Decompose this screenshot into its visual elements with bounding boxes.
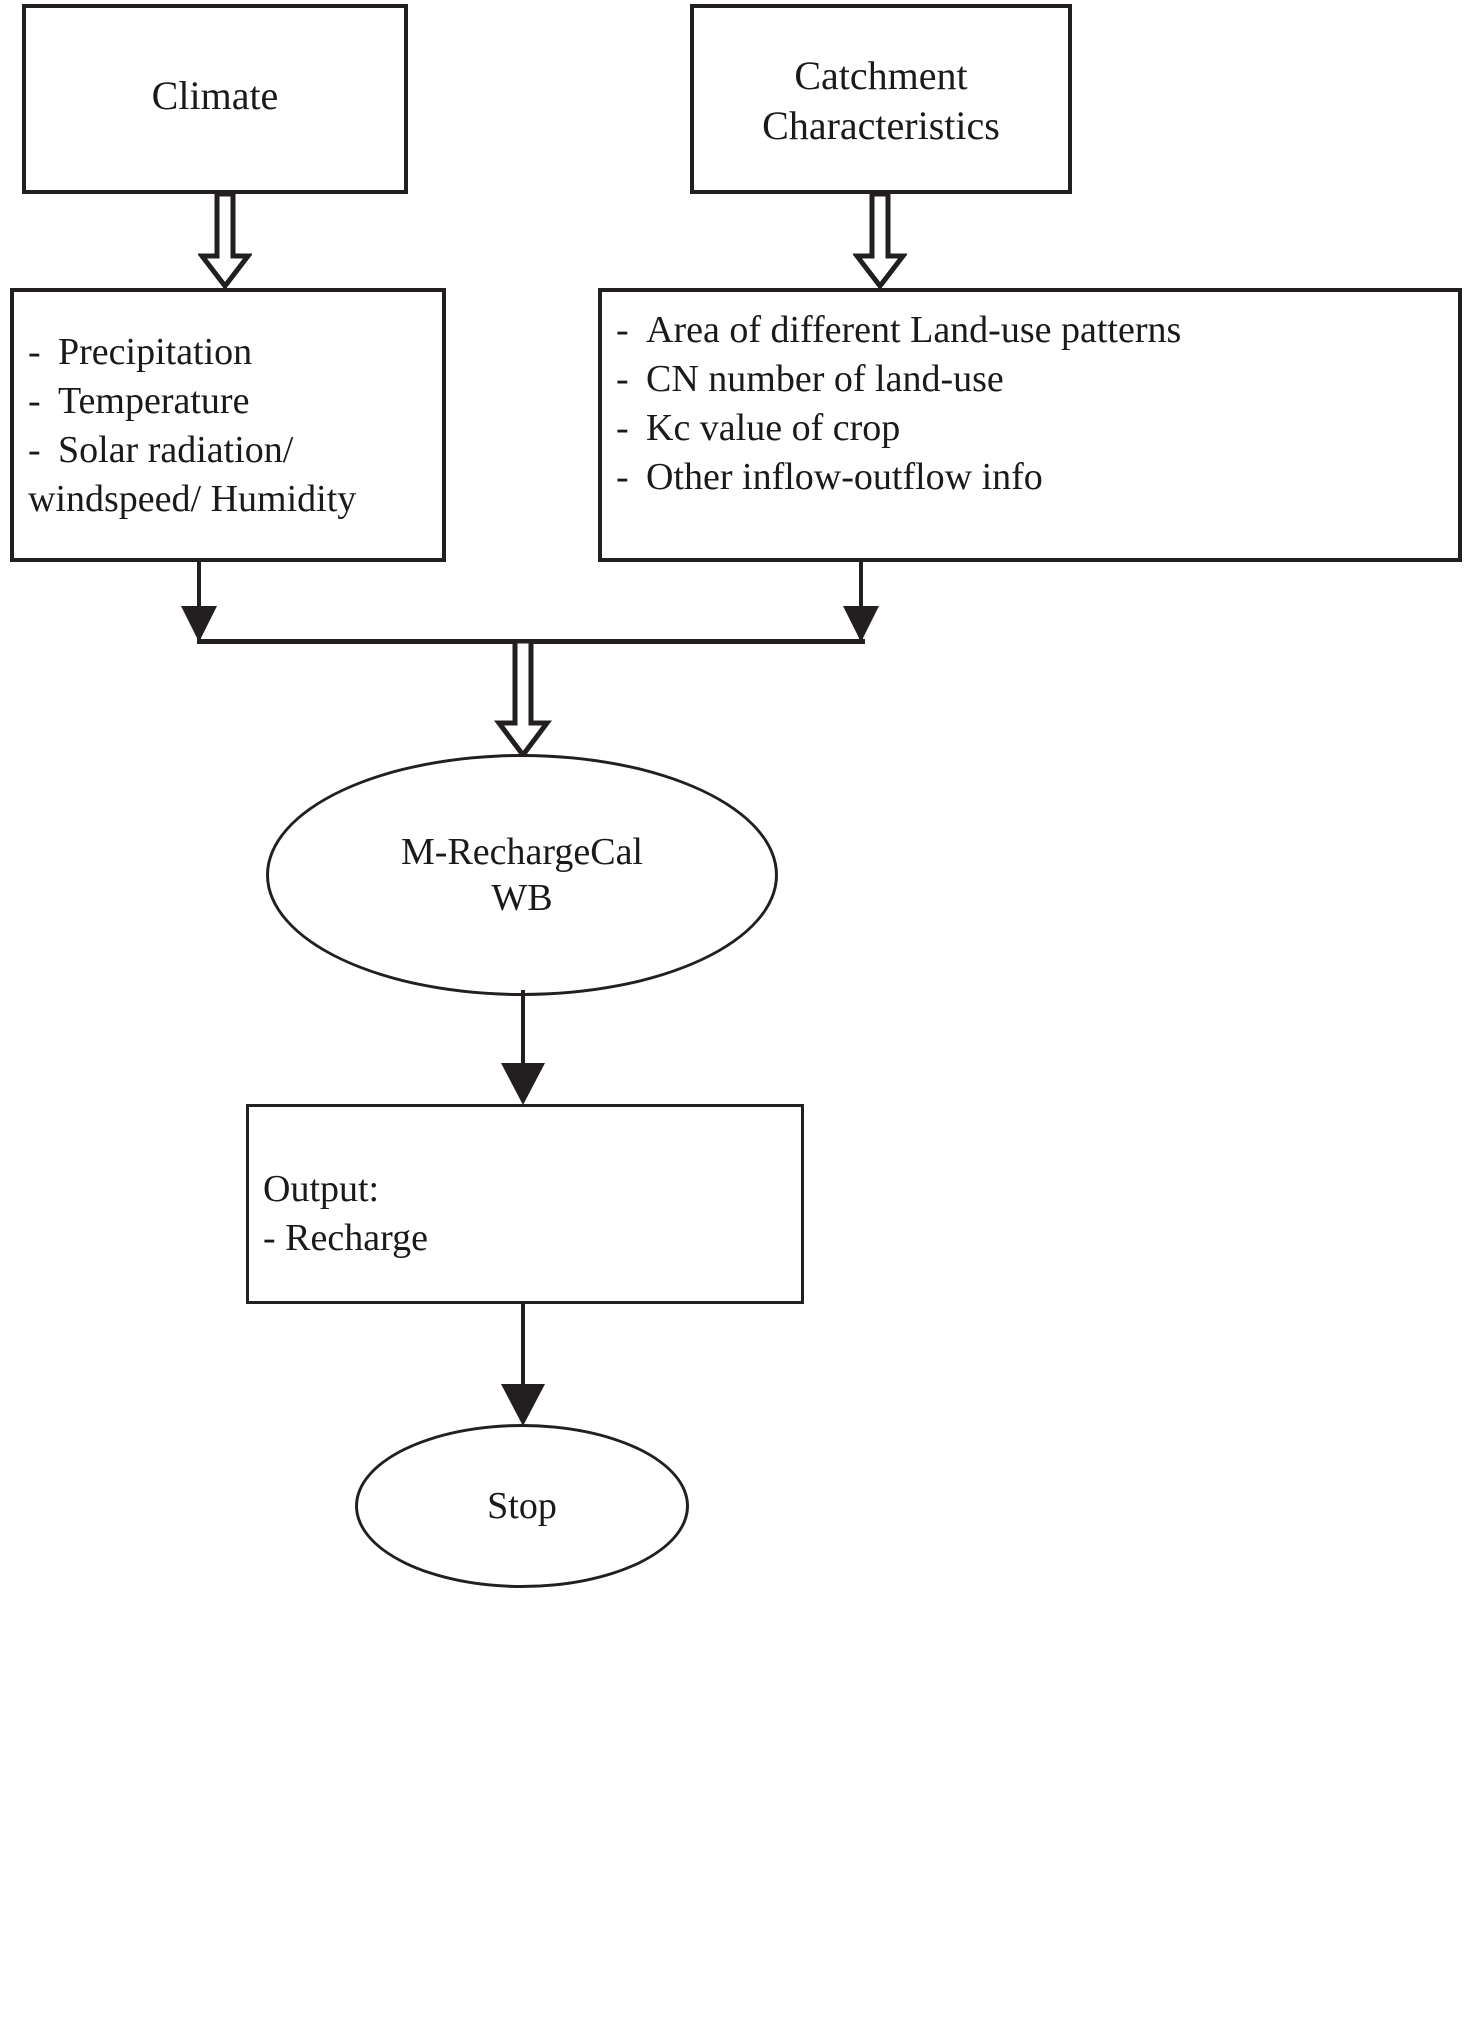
node-model-label-line2: WB — [491, 877, 553, 919]
list-item: - Other inflow-outflow info — [616, 453, 1448, 502]
bullet-marker: - — [28, 380, 41, 423]
node-output-text: Output: - Recharge — [263, 1165, 428, 1262]
bullet-marker: - — [616, 407, 629, 450]
node-stop[interactable]: Stop — [355, 1424, 689, 1588]
list-item: - Area of different Land-use patterns — [616, 306, 1448, 355]
node-output[interactable]: Output: - Recharge — [246, 1104, 804, 1304]
arrow-output-to-stop-head — [501, 1384, 545, 1426]
node-output-label-line2: - Recharge — [263, 1216, 428, 1259]
arrow-output-to-stop-shaft — [521, 1304, 525, 1414]
arrow-model-to-output-head — [501, 1063, 545, 1105]
bullet-text: Solar radiation/ — [58, 429, 294, 472]
node-model-label: M-RechargeCal WB — [401, 829, 643, 922]
list-item: - Solar radiation/ — [28, 426, 434, 475]
arrow-catchment-inputs-shaft — [859, 562, 863, 640]
bullet-marker: - — [616, 358, 629, 401]
bullet-text: Precipitation — [58, 331, 253, 373]
node-climate-label: Climate — [151, 73, 279, 118]
catchment-inputs-list: - Area of different Land-use patterns - … — [616, 306, 1448, 502]
node-model-label-line1: M-RechargeCal — [401, 830, 643, 873]
arrow-catchment-inputs-head — [843, 606, 879, 642]
node-catchment-label-line1: Catchment — [794, 53, 968, 98]
bullet-continuation: windspeed/ Humidity — [28, 478, 357, 521]
list-item: - CN number of land-use — [616, 355, 1448, 404]
arrow-catchment-to-inputs — [853, 194, 907, 288]
bullet-text: Kc value of crop — [646, 407, 901, 450]
bullet-marker: - — [616, 309, 629, 351]
list-item: - Temperature — [28, 377, 434, 426]
node-climate-inputs[interactable]: - Precipitation - Temperature - Solar ra… — [10, 288, 446, 562]
bullet-text: CN number of land-use — [646, 358, 1004, 401]
bullet-marker: - — [28, 331, 41, 373]
bullet-text: Other inflow-outflow info — [646, 456, 1043, 499]
bullet-marker: - — [28, 429, 41, 472]
node-output-label-line1: Output: — [263, 1168, 380, 1210]
bullet-marker: - — [616, 456, 629, 499]
climate-inputs-list: - Precipitation - Temperature - Solar ra… — [28, 328, 434, 524]
arrow-climate-to-inputs — [198, 194, 252, 288]
list-item: - Kc value of crop — [616, 404, 1448, 453]
list-item: - Precipitation — [28, 328, 434, 377]
node-catchment-label-line2: Characteristics — [762, 103, 1000, 148]
node-catchment[interactable]: Catchment Characteristics — [690, 4, 1072, 194]
bullet-text: Area of different Land-use patterns — [646, 309, 1182, 351]
arrow-climate-inputs-shaft — [197, 562, 201, 640]
node-climate[interactable]: Climate — [22, 4, 408, 194]
arrow-climate-inputs-head — [181, 606, 217, 642]
node-stop-label: Stop — [487, 1485, 557, 1527]
bullet-text: Temperature — [58, 380, 250, 423]
arrow-merge-to-model — [494, 641, 552, 757]
arrow-model-to-output-shaft — [521, 990, 525, 1090]
node-model[interactable]: M-RechargeCal WB — [266, 754, 778, 996]
node-catchment-inputs[interactable]: - Area of different Land-use patterns - … — [598, 288, 1462, 562]
